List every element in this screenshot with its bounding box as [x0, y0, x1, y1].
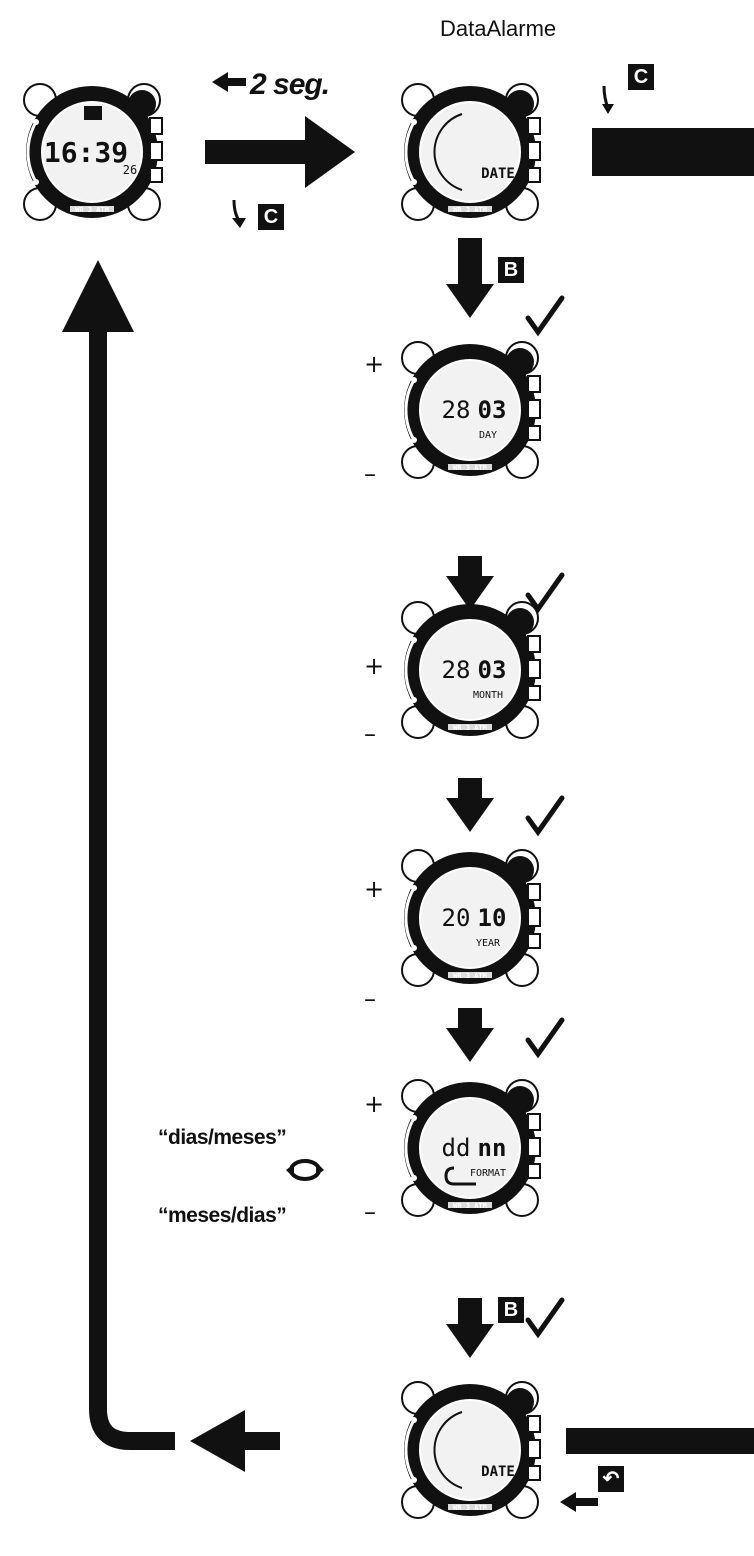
- lcd-main-left: 20: [442, 904, 471, 932]
- lcd-menu-arc: [433, 1411, 463, 1489]
- down-arrow-shaft-1: [458, 238, 482, 288]
- key-b-badge-top: B: [498, 257, 524, 283]
- lcd-menu-label: DATE: [481, 166, 515, 182]
- check-mark-4: [525, 1017, 565, 1059]
- check-mark-2: [525, 572, 565, 614]
- return-loop-arrowhead: [62, 260, 134, 332]
- bezel-text: WR 3 ATM: [453, 1202, 487, 1210]
- watch-set-month: [400, 600, 542, 740]
- bezel-text: WR 3 ATM: [453, 1504, 487, 1512]
- lcd-main-left: dd: [442, 1134, 471, 1162]
- watch-date-menu-exit: [400, 1380, 542, 1520]
- plus-sign-4: +: [364, 1090, 385, 1118]
- lcd-main-right: nn: [478, 1134, 507, 1162]
- lcd-seconds: 26: [123, 163, 137, 177]
- swap-icon-head-left: [286, 1164, 294, 1178]
- minus-sign-4: –: [364, 1198, 376, 1226]
- lcd-main-right: 03: [478, 656, 507, 684]
- minus-sign-2: –: [364, 720, 376, 748]
- back-key-badge: ↶: [598, 1466, 624, 1492]
- lcd-main-left: 28: [442, 656, 471, 684]
- lcd-main-left: 28: [442, 396, 471, 424]
- down-arrow-head-2: [446, 576, 494, 610]
- exit-bar-bottom: [566, 1428, 754, 1454]
- swap-icon: [289, 1159, 321, 1181]
- lcd-icon-top: [84, 106, 102, 120]
- return-loop-line: [89, 330, 175, 1450]
- right-arrow-home-to-menu: [205, 116, 355, 188]
- return-arrowhead: [190, 1410, 245, 1472]
- check-mark-3: [525, 795, 565, 837]
- c-press-arrowhead-top: [602, 104, 614, 114]
- lcd-sub: FORMAT: [470, 1168, 506, 1179]
- exit-bar-top: [592, 128, 754, 176]
- bezel-text: WR 3 ATM: [453, 206, 487, 214]
- down-arrow-head-3: [446, 798, 494, 832]
- bezel-text: WR 3 ATM: [453, 464, 487, 472]
- lcd-sub: MONTH: [473, 690, 503, 701]
- watch-set-format: [400, 1078, 542, 1218]
- lcd-sub: YEAR: [476, 938, 501, 949]
- key-c-badge-top: C: [628, 64, 654, 90]
- plus-sign-1: +: [364, 350, 385, 378]
- watch-set-day: [400, 340, 542, 480]
- swap-icon-top: [444, 1166, 476, 1186]
- format-option-days-months: “dias/meses”: [158, 1126, 287, 1149]
- down-arrow-head-1: [446, 284, 494, 318]
- minus-sign-3: –: [364, 985, 376, 1013]
- down-arrow-head-5: [446, 1324, 494, 1358]
- c-press-arrowhead-home: [232, 218, 246, 228]
- lcd-menu-arc: [433, 113, 463, 191]
- key-c-badge-home: C: [258, 204, 284, 230]
- lcd-time: 16:39: [44, 136, 128, 169]
- bezel-text: WR 3 ATM: [75, 206, 109, 214]
- check-mark-1: [525, 295, 565, 337]
- watch-set-year: [400, 848, 542, 988]
- check-mark-5: [525, 1297, 565, 1339]
- plus-sign-2: +: [364, 652, 385, 680]
- lcd-main-right: 03: [478, 396, 507, 424]
- lcd-sub: DAY: [479, 430, 497, 441]
- watch-date-menu: [400, 82, 542, 222]
- hold-arrow: [212, 72, 246, 92]
- key-b-badge-bottom: B: [498, 1297, 524, 1323]
- down-arrow-shaft-5: [458, 1298, 482, 1328]
- format-option-months-days: “meses/dias”: [158, 1204, 287, 1227]
- minus-sign-1: –: [364, 460, 376, 488]
- down-arrow-head-4: [446, 1028, 494, 1062]
- bezel-text: WR 3 ATM: [453, 972, 487, 980]
- back-press-arrow: [560, 1492, 598, 1512]
- bezel-text: WR 3 ATM: [453, 724, 487, 732]
- lcd-menu-label: DATE: [481, 1464, 515, 1480]
- plus-sign-3: +: [364, 875, 385, 903]
- swap-icon-head-right: [316, 1162, 324, 1176]
- hold-time-label: 2 seg.: [250, 68, 330, 101]
- page-title: DataAlarme: [440, 16, 557, 41]
- lcd-main-right: 10: [478, 904, 507, 932]
